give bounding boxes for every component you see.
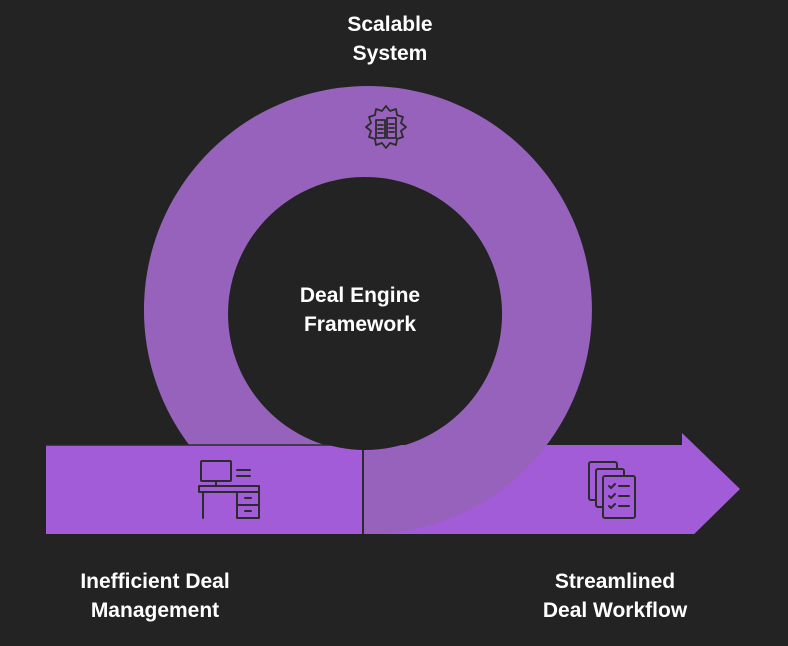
center-circle xyxy=(229,178,501,450)
gear-document-icon xyxy=(365,105,407,149)
inefficient-deal-management-label: Inefficient Deal Management xyxy=(40,567,270,625)
scalable-system-line1: Scalable xyxy=(347,13,433,36)
deal-engine-framework-label: Deal Engine Framework xyxy=(255,281,465,339)
below-arrow-mask xyxy=(0,534,788,646)
streamlined-deal-line2: Deal Workflow xyxy=(542,599,688,622)
streamlined-deal-line1: Streamlined xyxy=(554,570,676,593)
inefficient-deal-line1: Inefficient Deal xyxy=(80,570,230,593)
scalable-system-label: Scalable System xyxy=(290,10,490,68)
desk-workstation-icon xyxy=(198,460,260,519)
deal-engine-framework-line2: Framework xyxy=(303,313,417,336)
arrow-left-overlay xyxy=(46,445,363,534)
stacked-checklist-icon xyxy=(588,461,636,519)
streamlined-deal-workflow-label: Streamlined Deal Workflow xyxy=(500,567,730,625)
inefficient-deal-line2: Management xyxy=(90,599,220,622)
deal-engine-framework-line1: Deal Engine xyxy=(299,284,421,307)
ring-shape xyxy=(143,86,592,534)
scalable-system-line2: System xyxy=(352,42,428,65)
cycle-ring xyxy=(143,86,592,534)
